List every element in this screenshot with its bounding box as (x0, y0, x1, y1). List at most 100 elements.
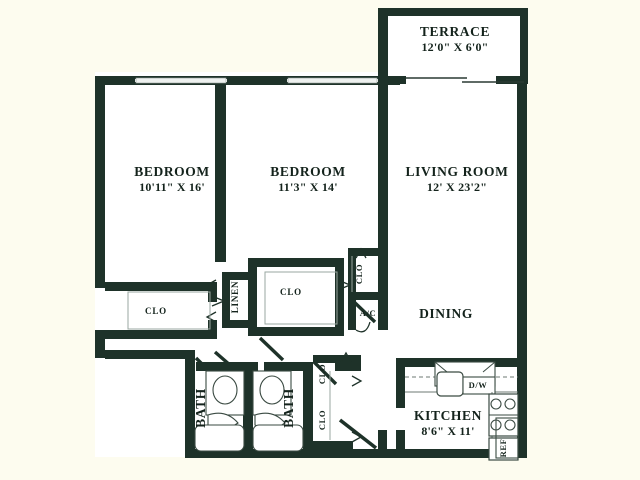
burner-top-right (504, 398, 516, 410)
label-bedroom-2-dimensions: 11'3" X 14' (278, 180, 338, 194)
refrigerator-outline (495, 417, 519, 459)
sink-basin-bath-right (259, 375, 285, 405)
wall-bath-top-left (196, 362, 258, 371)
shelf-closet-bedroom-2 (264, 271, 338, 325)
door-closet-hall (355, 247, 367, 259)
wall-closet-bath-right-a (352, 355, 361, 371)
window-bedroom-2 (287, 77, 378, 84)
cabinet-hinge-left (434, 361, 448, 373)
wall-right-outer (517, 84, 527, 457)
wall-top-a (95, 76, 135, 85)
door-bath-right (312, 360, 338, 386)
wall-bath-left (185, 355, 195, 455)
door-swings (194, 247, 378, 450)
small-room-labels: CLO CLO LINEN CLO A/C CLO CLO BATH BATH (145, 264, 376, 430)
label-closet-hall: CLO (354, 264, 364, 284)
label-closet-bath-lower: CLO (317, 410, 327, 430)
wall-bottom-bath (185, 449, 360, 458)
wall-living-partition (378, 84, 388, 248)
label-refrigerator: REF (498, 439, 508, 458)
wall-kitchen-left-b (396, 430, 405, 458)
wall-bath-center-divider (243, 362, 253, 455)
appliance-labels: D/W REF (469, 380, 508, 457)
wall-closet-b2-right (335, 258, 344, 336)
window-head-bedroom-2 (287, 76, 378, 79)
label-bedroom-2-name: BEDROOM (270, 164, 345, 179)
wall-ac-left (348, 292, 356, 330)
wall-hall-closet-right (378, 248, 388, 288)
wall-closet-b1-bottom (105, 330, 217, 339)
label-closet-linen: LINEN (230, 281, 240, 314)
wall-closet-bath-top (313, 355, 361, 363)
label-bath-left: BATH (193, 388, 208, 428)
label-kitchen-name: KITCHEN (414, 408, 482, 423)
wall-hall-closet-mid (348, 292, 388, 300)
windows (135, 77, 378, 84)
bath-fixtures (194, 370, 304, 452)
label-kitchen-dimensions: 8'6" X 11' (421, 424, 474, 438)
label-dining-name: DINING (419, 306, 473, 321)
door-closet-bath-upper-bottom (351, 375, 363, 387)
label-closet-bedroom-2: CLO (280, 287, 302, 297)
wall-closet-b1-right-b (208, 320, 217, 339)
door-linen-lower (205, 311, 217, 323)
door-closet-bedroom-1 (211, 295, 226, 307)
label-bedroom-1-name: BEDROOM (134, 164, 209, 179)
door-bedroom-1 (213, 350, 240, 374)
label-closet-bedroom-1: CLO (145, 306, 167, 316)
wall-entry-jamb (378, 430, 387, 458)
door-entry (338, 418, 378, 450)
sink-basin-bath-left (212, 375, 238, 405)
wall-ac-right (378, 300, 388, 330)
sliding-door-terrace (406, 77, 524, 83)
wall-left-upper (95, 76, 105, 288)
label-terrace-name: TERRACE (420, 24, 490, 39)
wall-linen-left (222, 272, 230, 328)
window-bedroom-1 (135, 77, 227, 84)
wall-top-b (227, 76, 287, 85)
label-terrace-dimensions: 12'0" X 6'0" (421, 40, 488, 54)
door-linen-upper (205, 279, 217, 291)
label-ac-unit: A/C (360, 308, 376, 318)
wall-bottom-kitchen (360, 449, 527, 458)
wall-top-c (378, 76, 400, 85)
wall-bath-top-right (264, 362, 308, 371)
door-living-hall (350, 298, 377, 324)
door-ac-swing (355, 321, 371, 333)
wall-closet-b1-top (105, 282, 217, 291)
cabinet-hinge-right (482, 361, 496, 373)
wall-kitchen-left-a (396, 358, 405, 408)
wall-linen-top (222, 272, 250, 280)
shelf-closet-bedroom-1 (127, 291, 211, 330)
wall-closet-b2-bottom (248, 327, 344, 336)
window-sill-bedroom-1 (135, 82, 227, 85)
wall-living-partition-top (378, 8, 388, 84)
room-labels: BEDROOM 10'11" X 16' BEDROOM 11'3" X 14'… (134, 24, 508, 438)
door-closet-bedroom-2 (337, 279, 352, 291)
label-bath-right: BATH (281, 388, 296, 428)
label-living-room-dimensions: 12' X 23'2" (427, 180, 487, 194)
wall-terrace-right (520, 8, 528, 84)
kitchen-sink (436, 371, 464, 397)
label-closet-bath-upper: CLO (317, 364, 327, 384)
label-dishwasher: D/W (469, 380, 488, 390)
walls (95, 8, 528, 458)
closet-shelves (127, 256, 353, 440)
wall-terrace-bottom-right (496, 76, 528, 84)
label-bedroom-1-dimensions: 10'11" X 16' (139, 180, 205, 194)
label-living-room-name: LIVING ROOM (406, 164, 509, 179)
wall-linen-bottom (222, 320, 250, 328)
bathtub-bath-right (252, 424, 304, 452)
kitchen-fixtures (405, 361, 519, 461)
burner-bottom-right (504, 419, 516, 431)
wall-closet-bath-mid (335, 363, 361, 371)
dishwasher-unit (462, 376, 496, 395)
wall-bath-right (303, 362, 313, 455)
wall-left-lower (95, 330, 105, 358)
door-bedroom-2 (258, 336, 285, 362)
wall-bedroom-partition (215, 76, 226, 262)
wall-bath-left-top (105, 350, 195, 359)
wall-closet-bath-bottom (313, 441, 353, 450)
